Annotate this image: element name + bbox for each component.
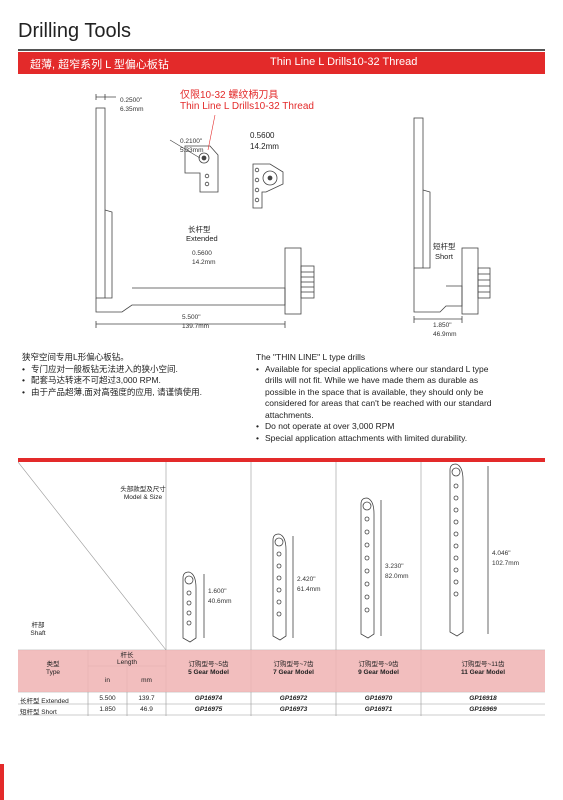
dim-9-gear-in: 3.230" [385,563,404,570]
row-length-mm: 139.7 [138,695,155,702]
col-9-gear-cn: 订购型号~9齿 [358,661,399,668]
dim-7-gear-mm: 61.4mm [297,586,321,593]
extended-label-en: Extended [186,234,218,243]
short-label-cn: 短杆型 [433,242,456,251]
row-model-11: GP16969 [469,706,497,713]
callout-en: Thin Line L Drills10-32 Thread [180,101,314,112]
notes-en-item: Do not operate at over 3,000 RPM [256,421,504,433]
dim-head-mm: 14.2mm [250,142,279,151]
row-model-9: GP16970 [364,695,393,702]
header-model-en: Model & Size [123,494,163,501]
dim-11-gear-in: 4.046" [492,550,511,557]
header-type-en: Type [45,669,61,676]
table-row: 短杆型 Short 1.850 46.9 GP16975 GP16973 GP1… [18,705,545,716]
extended-arm [95,107,106,299]
row-model-7: GP16973 [279,706,308,713]
notes-cn-item: 由于产品超薄,面对高强度的应用, 请谨慎使用. [22,387,252,399]
dim-length-in: 5.500" [182,314,201,321]
page-edge-marker [0,764,4,800]
dim-short-in: 1.850" [433,322,452,329]
head-11-gear [449,463,464,637]
notes-en-item: Available for special applications where… [256,364,504,422]
col-7-gear-cn: 订购型号~7齿 [273,661,314,668]
banner-title-cn: 超薄, 超窄系列 L 型偏心板钻 [30,59,169,71]
header-unit-mm: mm [141,677,152,684]
notes-en-heading: The "THIN LINE" L type drills [256,352,366,362]
col-5-gear-cn: 订购型号~5齿 [188,661,229,668]
page-title: Drilling Tools [18,20,132,42]
header-type-cn: 类型 [46,661,60,668]
short-arm [413,117,424,269]
dim-hole-in: 0.2100" [180,138,203,145]
head-7-gear [272,533,287,641]
dim-top-in: 0.2500" [120,97,143,104]
dim-short-mm: 46.9mm [433,331,457,338]
notes-en: The "THIN LINE" L type drills Available … [256,352,504,444]
table-top-rule [18,458,545,462]
row-type: 短杆型 Short [20,709,57,716]
model-table: 头部款型及尺寸 Model & Size 杆部 Shaft 类型 Type 杆长… [18,458,545,716]
hole-plate [184,145,219,193]
row-model-11: GP16918 [469,695,497,702]
title-divider [18,49,545,51]
row-length-in: 1.850 [99,706,116,713]
row-length-mm: 46.9 [140,706,153,713]
header-unit-in: in [104,677,111,684]
header-length-en: Length [117,659,137,666]
row-model-7: GP16972 [279,695,308,702]
notes-cn-item: 配套马达转速不可超过3,000 RPM. [22,375,252,387]
row-model-5: GP16975 [194,706,223,713]
header-length-cn: 杆长 [120,652,134,659]
extended-label-cn: 长杆型 [188,225,211,234]
col-9-gear-en: 9 Gear Model [358,669,399,676]
short-label-en: Short [435,252,453,261]
section-banner: 超薄, 超窄系列 L 型偏心板钻 Thin Line L Drills10-32… [18,52,545,74]
header-shaft-en: Shaft [30,630,46,637]
row-length-in: 5.500 [99,695,116,702]
row-model-9: GP16971 [364,706,393,713]
col-7-gear-en: 7 Gear Model [273,669,314,676]
banner-title-en: Thin Line L Drills10-32 Thread [270,56,418,68]
extended-gear-head [284,247,302,315]
header-model-cn: 头部款型及尺寸 [120,486,166,493]
notes-cn-item: 专门应对一般板钻无法进入的狭小空间. [22,364,252,376]
col-11-gear-cn: 订购型号~11齿 [461,661,505,668]
hole-large [198,152,210,164]
dim-7-gear-in: 2.420" [297,576,316,583]
dim-5-gear-mm: 40.6mm [208,598,232,605]
dim-9-gear-mm: 82.0mm [385,573,409,580]
dim-head-in: 0.5600 [250,131,275,140]
dim-5-gear-in: 1.600" [208,588,227,595]
table-header-band [18,650,545,692]
extended-arm-step [104,209,113,299]
callout-cn: 仅限10-32 螺纹柄刀具 [180,90,279,101]
notes-en-item: Special application attachments with lim… [256,433,504,445]
gear-head-plate [252,163,284,209]
extended-base [95,287,286,313]
head-9-gear [360,497,375,639]
technical-drawing [95,94,491,328]
row-type: 长杆型 Extended [20,698,69,705]
table-row: 长杆型 Extended 5.500 139.7 GP16974 GP16972… [18,694,545,705]
dim-hole-mm: 5.33mm [180,147,204,154]
head-5-gear [182,571,197,643]
dim-top-mm: 6.35mm [120,106,144,113]
short-gear-head [461,247,479,315]
notes-cn: 狭窄空间专用L形偏心板钻。 专门应对一般板钻无法进入的狭小空间. 配套马达转速不… [22,352,252,398]
dim-11-gear-mm: 102.7mm [492,560,520,567]
row-model-5: GP16974 [194,695,223,702]
dim-shaft-mm: 14.2mm [192,259,216,266]
col-5-gear-en: 5 Gear Model [188,669,229,676]
col-11-gear-en: 11 Gear Model [460,669,506,676]
notes-cn-heading: 狭窄空间专用L形偏心板钻。 [22,352,129,362]
short-base [413,268,463,313]
header-shaft-cn: 杆部 [31,622,45,629]
dim-length-mm: 139.7mm [182,323,210,330]
dim-shaft-in: 0.5600 [192,250,212,257]
